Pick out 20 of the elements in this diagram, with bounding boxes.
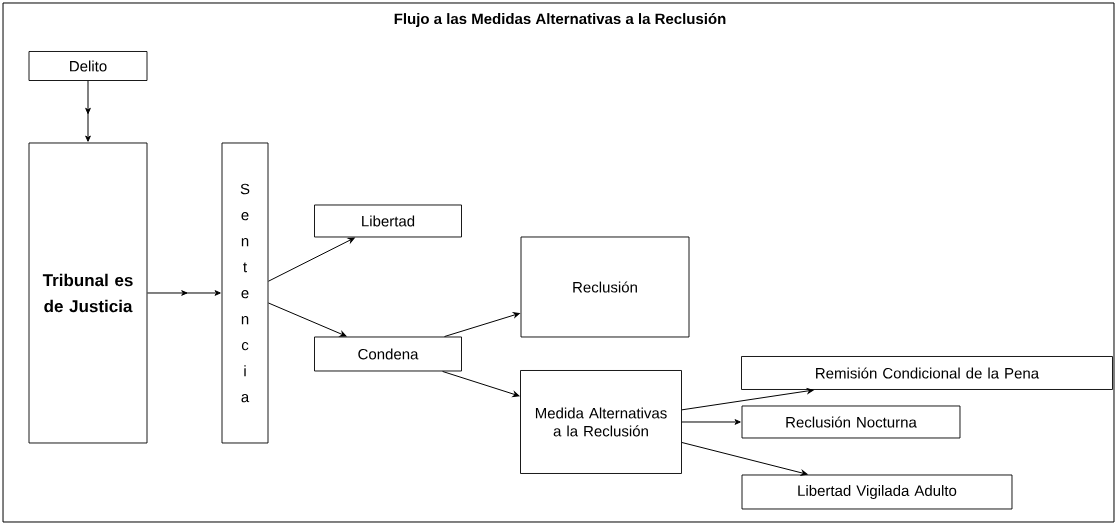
arrow (681, 388, 814, 411)
arrow (681, 442, 808, 476)
arrow (146, 290, 221, 296)
process-box: Libertad Vigilada Adulto (741, 474, 1013, 510)
process-box: Tribunal es de Justicia (28, 142, 148, 444)
process-box: Remisión Condicional de la Pena (741, 356, 1113, 390)
arrow (444, 312, 520, 338)
arrow (267, 237, 355, 282)
process-box: Reclusión (520, 236, 690, 338)
process-box: Reclusión Nocturna (741, 405, 961, 439)
process-box: Libertad (314, 204, 462, 238)
arrow (267, 302, 347, 337)
process-box: Sentencia (221, 142, 269, 444)
process-box: Condena (314, 336, 462, 372)
process-box: Medida Alternativas a la Reclusión (520, 370, 682, 474)
arrow (681, 419, 741, 425)
arrow (442, 370, 520, 397)
title: Flujo a las Medidas Alternativas a la Reclusión (394, 12, 726, 28)
arrow (85, 80, 91, 142)
process-box: Delito (28, 51, 148, 81)
